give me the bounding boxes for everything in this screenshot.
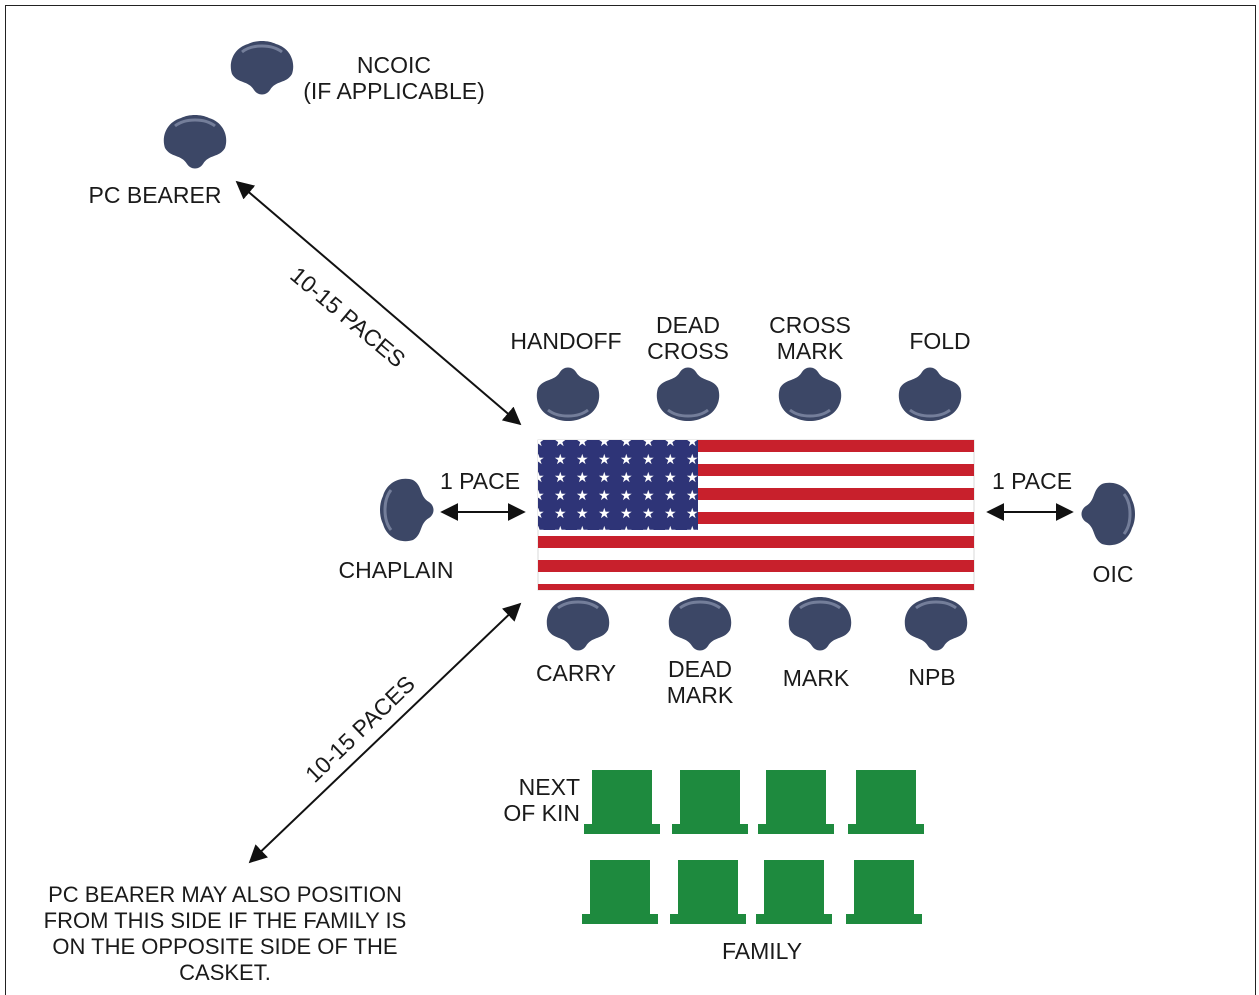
ncoic-label: NCOIC (IF APPLICABLE) — [303, 52, 485, 104]
carry-soldier-icon — [545, 595, 611, 652]
top-distance-arrow — [235, 180, 522, 426]
npb-label: NPB — [908, 664, 956, 690]
chaplain-label: CHAPLAIN — [338, 557, 454, 583]
chaplain-soldier-icon — [378, 477, 435, 543]
mark-label: MARK — [782, 665, 850, 691]
dead-cross-label: DEAD CROSS — [647, 312, 729, 364]
pc-bearer-note: PC BEARER MAY ALSO POSITION FROM THIS SI… — [43, 882, 407, 985]
chair-icon — [672, 770, 748, 834]
pc-bearer-soldier-icon — [162, 113, 228, 170]
oic-label: OIC — [1092, 561, 1134, 587]
chair-icon — [584, 770, 660, 834]
chair-icon — [848, 770, 924, 834]
left-one-pace-label: 1 PACE — [439, 468, 521, 494]
pc-bearer-label: PC BEARER — [88, 182, 222, 208]
npb-soldier-icon — [903, 595, 969, 652]
right-one-pace-label: 1 PACE — [991, 468, 1073, 494]
chair-icon — [582, 860, 658, 924]
ncoic-soldier-icon — [229, 39, 295, 96]
chair-icon — [846, 860, 922, 924]
dead-mark-label: DEAD MARK — [666, 656, 734, 708]
cross-mark-soldier-icon — [777, 366, 843, 423]
handoff-label: HANDOFF — [510, 328, 622, 354]
bottom-distance-arrow — [248, 602, 522, 864]
handoff-soldier-icon — [535, 366, 601, 423]
flag-draped-casket-icon — [537, 439, 975, 591]
family-label: FAMILY — [721, 938, 803, 964]
fold-label: FOLD — [909, 328, 971, 354]
chair-icon — [670, 860, 746, 924]
chair-icon — [756, 860, 832, 924]
carry-label: CARRY — [535, 660, 617, 686]
oic-soldier-icon — [1080, 481, 1137, 547]
mark-soldier-icon — [787, 595, 853, 652]
next-of-kin-label: NEXT OF KIN — [503, 774, 580, 826]
fold-soldier-icon — [897, 366, 963, 423]
cross-mark-label: CROSS MARK — [769, 312, 851, 364]
chair-icon — [758, 770, 834, 834]
dead-mark-soldier-icon — [667, 595, 733, 652]
dead-cross-soldier-icon — [655, 366, 721, 423]
